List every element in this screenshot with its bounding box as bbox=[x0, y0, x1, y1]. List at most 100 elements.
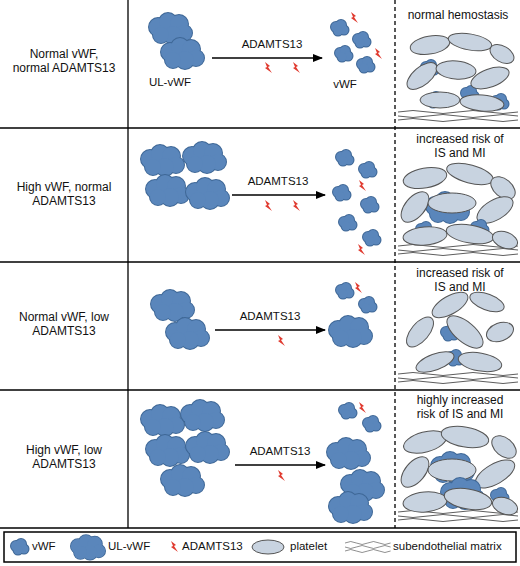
ul-vwf-multimers bbox=[186, 432, 229, 463]
vwf-fragments bbox=[359, 297, 377, 313]
figure-label: High vWF, normal ADAMTS13 bbox=[11, 180, 117, 209]
adamts13-bolts bbox=[278, 470, 285, 481]
grid-lines bbox=[0, 0, 520, 528]
platelets bbox=[468, 63, 512, 94]
figure-label: Normal vWF, normal ADAMTS13 bbox=[11, 47, 117, 76]
figure-label: ADAMTS13 bbox=[240, 445, 320, 459]
vwf-fragments bbox=[359, 162, 377, 178]
platelets bbox=[487, 41, 518, 68]
vwf-fragments bbox=[335, 46, 353, 62]
platelets bbox=[487, 431, 520, 463]
grid-lines bbox=[0, 127, 520, 128]
figure-label: ADAMTS13 bbox=[232, 38, 312, 52]
legend-label: platelet bbox=[290, 540, 327, 554]
vwf-fragments bbox=[336, 283, 354, 299]
platelets bbox=[445, 221, 495, 247]
ul-vwf-multimers bbox=[151, 290, 194, 321]
platelets bbox=[490, 494, 520, 518]
ul-vwf-multimers bbox=[186, 178, 229, 209]
legend-box bbox=[171, 541, 178, 552]
platelets bbox=[402, 312, 439, 351]
legend-box bbox=[252, 540, 284, 554]
arrows bbox=[235, 464, 325, 466]
grid-lines bbox=[0, 389, 520, 390]
vwf-fragments bbox=[363, 230, 381, 246]
figure-label: increased risk of IS and MI bbox=[415, 266, 505, 295]
figure-label: normal hemostasis bbox=[398, 8, 518, 22]
legend-box bbox=[345, 542, 391, 553]
vwf-fragments bbox=[336, 150, 354, 166]
platelets bbox=[402, 490, 448, 514]
ul-vwf-multimers bbox=[329, 492, 372, 523]
adamts13-bolts bbox=[293, 62, 300, 73]
figure-label: vWF bbox=[320, 78, 370, 92]
ul-vwf-multimers bbox=[141, 405, 184, 436]
arrows bbox=[215, 329, 325, 331]
figure-label: ADAMTS13 bbox=[238, 175, 318, 189]
figure-label: High vWF, low ADAMTS13 bbox=[11, 443, 117, 472]
platelets bbox=[413, 348, 456, 377]
platelets bbox=[447, 30, 493, 53]
platelets bbox=[490, 228, 520, 252]
vwf-fragments bbox=[357, 57, 375, 73]
platelets bbox=[459, 93, 504, 113]
legend-box bbox=[71, 535, 105, 560]
ul-vwf-multimers bbox=[166, 318, 209, 349]
ul-vwf-multimers bbox=[146, 175, 189, 206]
platelets bbox=[396, 30, 520, 518]
adamts13-bolts bbox=[351, 12, 358, 23]
adamts13-bolts bbox=[375, 48, 382, 59]
vwf-fragments bbox=[333, 185, 351, 201]
adamts13-bolts bbox=[359, 402, 366, 413]
platelets bbox=[402, 58, 441, 95]
figure-label: increased risk of IS and MI bbox=[415, 132, 505, 161]
legend-label: subendothelial matrix bbox=[393, 540, 502, 554]
subendothelial-matrix bbox=[398, 111, 518, 122]
platelets bbox=[457, 349, 503, 374]
ul-vwf-multimers bbox=[329, 316, 372, 347]
platelets bbox=[444, 159, 495, 189]
adamts13-bolts bbox=[265, 12, 382, 481]
vwf-fragments bbox=[331, 20, 349, 36]
vwf-fragments bbox=[363, 416, 381, 432]
ul-vwf-multimers bbox=[181, 400, 224, 431]
subendothelial-matrix bbox=[398, 373, 518, 384]
legend-label: ADAMTS13 bbox=[182, 540, 243, 554]
platelets bbox=[396, 187, 434, 227]
platelets bbox=[420, 92, 460, 108]
ul-vwf-multimers bbox=[141, 13, 384, 523]
ul-vwf-multimers bbox=[141, 145, 184, 176]
arrows bbox=[212, 57, 322, 59]
figure-label: UL-vWF bbox=[140, 76, 200, 90]
platelets bbox=[402, 164, 449, 191]
figure-label: Normal vWF, low ADAMTS13 bbox=[11, 310, 117, 339]
platelets bbox=[442, 310, 489, 354]
grid-lines bbox=[0, 527, 520, 528]
platelets bbox=[435, 59, 476, 80]
legend-box bbox=[4, 532, 516, 562]
vwf-fragments bbox=[353, 32, 371, 48]
legend-box bbox=[11, 539, 29, 555]
figure-label: ADAMTS13 bbox=[230, 310, 310, 324]
ul-vwf-multimers bbox=[161, 465, 204, 496]
adamts13-bolts bbox=[358, 244, 365, 255]
platelets bbox=[409, 33, 452, 58]
ul-vwf-multimers bbox=[161, 38, 204, 69]
platelets bbox=[428, 459, 476, 481]
legend-label: vWF bbox=[32, 540, 56, 554]
legend-box bbox=[4, 532, 516, 562]
adamts13-bolts bbox=[265, 200, 272, 211]
ul-vwf-multimers bbox=[183, 142, 226, 173]
adamts13-bolts bbox=[293, 200, 300, 211]
grid-lines bbox=[394, 0, 395, 528]
platelets bbox=[428, 193, 476, 213]
ul-vwf-multimers bbox=[146, 435, 189, 466]
legend-box bbox=[345, 542, 391, 553]
grid-lines bbox=[0, 261, 520, 262]
ul-vwf-multimers bbox=[327, 438, 370, 469]
platelets bbox=[484, 319, 516, 345]
legend-label: UL-vWF bbox=[108, 540, 150, 554]
adamts13-bolts bbox=[355, 282, 362, 293]
vwf-fragments bbox=[361, 197, 379, 213]
